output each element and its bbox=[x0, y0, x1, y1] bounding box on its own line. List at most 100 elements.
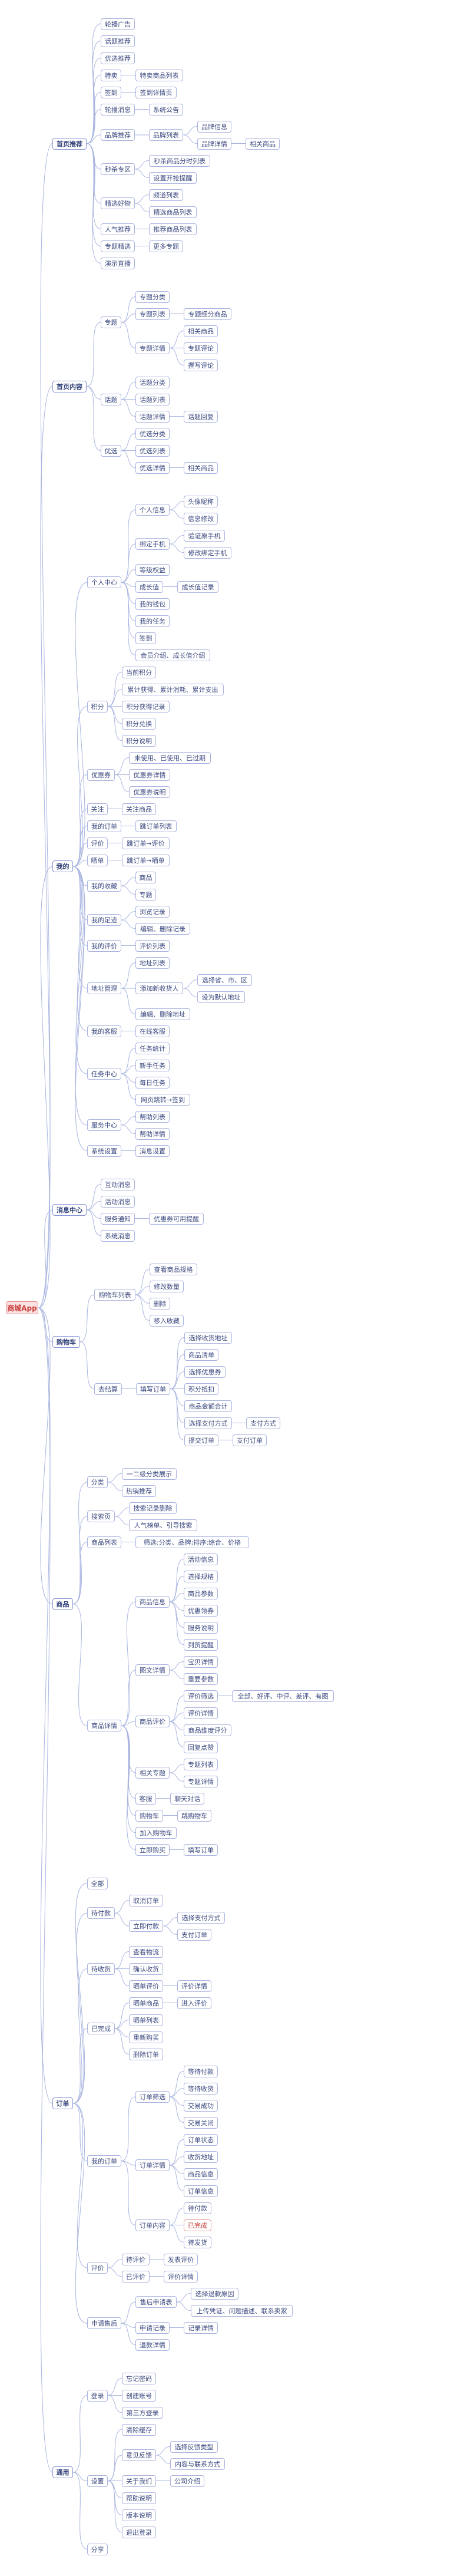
mindmap-node[interactable]: 交易成功 bbox=[184, 2099, 218, 2112]
mindmap-node[interactable]: 全部、好评、中评、差评、有图 bbox=[232, 1690, 334, 1702]
mindmap-node[interactable]: 选择支付方式 bbox=[184, 1417, 232, 1429]
mindmap-node[interactable]: 评价详情 bbox=[164, 2270, 198, 2283]
mindmap-node[interactable]: 个人中心 bbox=[87, 576, 121, 589]
mindmap-node[interactable]: 话题列表 bbox=[135, 393, 170, 405]
mindmap-node[interactable]: 清除缓存 bbox=[122, 2423, 156, 2436]
mindmap-node[interactable]: 取消订单 bbox=[129, 1894, 163, 1907]
mindmap-node[interactable]: 搜索页 bbox=[87, 1510, 115, 1522]
mindmap-node[interactable]: 在线客服 bbox=[135, 1025, 170, 1037]
mindmap-node[interactable]: 忘记密码 bbox=[122, 2372, 156, 2384]
mindmap-node[interactable]: 签到 bbox=[135, 632, 156, 644]
mindmap-node[interactable]: 填写订单 bbox=[184, 1843, 218, 1856]
mindmap-node[interactable]: 品牌详情 bbox=[197, 137, 231, 150]
mindmap-node[interactable]: 商品 bbox=[135, 871, 156, 883]
mindmap-node[interactable]: 客服 bbox=[135, 1792, 156, 1805]
mindmap-node[interactable]: 成长值记录 bbox=[177, 580, 218, 593]
mindmap-node[interactable]: 搜索记录删除 bbox=[129, 1502, 177, 1514]
mindmap-node[interactable]: 优选详情 bbox=[135, 461, 170, 474]
mindmap-node[interactable]: 选择支付方式 bbox=[177, 1911, 225, 1924]
mindmap-node[interactable]: 互动消息 bbox=[101, 1178, 135, 1190]
mindmap-node[interactable]: 晒单商品 bbox=[129, 1997, 163, 2009]
mindmap-node[interactable]: 头像昵称 bbox=[184, 495, 218, 507]
mindmap-node[interactable]: 关于我们 bbox=[122, 2475, 156, 2487]
mindmap-node[interactable]: 交易关闭 bbox=[184, 2116, 218, 2129]
mindmap-node[interactable]: 系统消息 bbox=[101, 1229, 135, 1242]
mindmap-node[interactable]: 品牌列表 bbox=[149, 129, 183, 141]
mindmap-node[interactable]: 上传凭证、问题描述、联系卖家 bbox=[191, 2304, 293, 2317]
mindmap-node[interactable]: 话题 bbox=[101, 393, 121, 405]
mindmap-node[interactable]: 签到 bbox=[101, 86, 121, 98]
mindmap-node[interactable]: 评价列表 bbox=[135, 939, 170, 952]
mindmap-node[interactable]: 特卖 bbox=[101, 69, 121, 81]
mindmap-node[interactable]: 分类 bbox=[87, 1476, 108, 1488]
mindmap-node[interactable]: 积分说明 bbox=[122, 734, 156, 747]
mindmap-node[interactable]: 订单筛选 bbox=[135, 2091, 170, 2103]
mindmap-node[interactable]: 到货提醒 bbox=[184, 1638, 218, 1651]
mindmap-node[interactable]: 筛选:分类、品牌;排序:综合、价格 bbox=[135, 1536, 249, 1548]
mindmap-node[interactable]: 人气榜单、引导搜索 bbox=[129, 1519, 197, 1531]
mindmap-node[interactable]: 优惠券说明 bbox=[129, 786, 170, 798]
mindmap-node[interactable]: 活动信息 bbox=[184, 1553, 218, 1565]
mindmap-node[interactable]: 当前积分 bbox=[122, 666, 156, 678]
mindmap-node[interactable]: 立即购买 bbox=[135, 1843, 170, 1856]
mindmap-node[interactable]: 我的评价 bbox=[87, 939, 121, 952]
mindmap-node[interactable]: 专题分类 bbox=[135, 291, 170, 303]
mindmap-node[interactable]: 晒单评价 bbox=[129, 1980, 163, 1992]
mindmap-node[interactable]: 选择优惠券 bbox=[184, 1365, 226, 1378]
mindmap-node[interactable]: 支付方式 bbox=[246, 1417, 280, 1429]
mindmap-node[interactable]: 我的客服 bbox=[87, 1025, 121, 1037]
mindmap-node[interactable]: 跳订单→晒单 bbox=[122, 854, 170, 866]
mindmap-node[interactable]: 提交订单 bbox=[184, 1434, 218, 1446]
mindmap-node[interactable]: 精选商品列表 bbox=[149, 206, 197, 218]
mindmap-node[interactable]: 等待收货 bbox=[184, 2082, 218, 2095]
mindmap-branch-node[interactable]: 我的 bbox=[52, 860, 73, 873]
mindmap-node[interactable]: 话题详情 bbox=[135, 410, 170, 423]
mindmap-branch-node[interactable]: 商品 bbox=[52, 1598, 73, 1610]
mindmap-node[interactable]: 优惠领券 bbox=[184, 1604, 218, 1617]
mindmap-node[interactable]: 专题评论 bbox=[184, 342, 218, 354]
mindmap-node[interactable]: 跳订单列表 bbox=[135, 820, 177, 832]
mindmap-node[interactable]: 相关专题 bbox=[135, 1767, 170, 1779]
mindmap-node[interactable]: 专题详情 bbox=[135, 342, 170, 354]
mindmap-node[interactable]: 填写订单 bbox=[136, 1383, 170, 1395]
mindmap-node[interactable]: 退款详情 bbox=[135, 2338, 170, 2351]
mindmap-node[interactable]: 优惠券详情 bbox=[129, 768, 170, 781]
mindmap-root-node[interactable]: 商城App bbox=[6, 1301, 38, 1315]
mindmap-node[interactable]: 专题精选 bbox=[101, 240, 135, 252]
mindmap-node[interactable]: 积分获得记录 bbox=[122, 700, 170, 713]
mindmap-node[interactable]: 服务中心 bbox=[87, 1119, 121, 1131]
mindmap-node[interactable]: 专题列表 bbox=[135, 308, 170, 320]
mindmap-node[interactable]: 支付订单 bbox=[177, 1928, 211, 1941]
mindmap-node[interactable]: 专题列表 bbox=[184, 1758, 218, 1770]
mindmap-node[interactable]: 帮助说明 bbox=[122, 2492, 156, 2504]
mindmap-node[interactable]: 编辑、删除地址 bbox=[135, 1008, 190, 1020]
mindmap-node[interactable]: 设置开抢提醒 bbox=[149, 171, 197, 184]
mindmap-node[interactable]: 跳订单→评价 bbox=[122, 837, 170, 849]
mindmap-node[interactable]: 修改数量 bbox=[150, 1280, 184, 1292]
mindmap-node[interactable]: 公司介绍 bbox=[170, 2475, 204, 2487]
mindmap-node[interactable]: 选择反馈类型 bbox=[170, 2440, 218, 2453]
mindmap-node[interactable]: 专题 bbox=[101, 316, 121, 328]
mindmap-node[interactable]: 相关商品 bbox=[184, 461, 218, 474]
mindmap-node[interactable]: 我的订单 bbox=[87, 2155, 121, 2167]
mindmap-node[interactable]: 专题详情 bbox=[184, 1775, 218, 1787]
mindmap-node[interactable]: 登录 bbox=[87, 2389, 108, 2402]
mindmap-node[interactable]: 评价 bbox=[87, 2262, 108, 2274]
mindmap-node[interactable]: 推荐商品列表 bbox=[149, 223, 197, 235]
mindmap-node[interactable]: 轮播广告 bbox=[101, 18, 135, 30]
mindmap-node[interactable]: 订单内容 bbox=[135, 2219, 170, 2231]
mindmap-node[interactable]: 立即付款 bbox=[129, 1920, 163, 1932]
mindmap-node[interactable]: 订单详情 bbox=[135, 2159, 170, 2171]
mindmap-node[interactable]: 订单状态 bbox=[184, 2133, 218, 2146]
mindmap-node[interactable]: 网页跳转→签到 bbox=[135, 1093, 190, 1106]
mindmap-node[interactable]: 移入收藏 bbox=[150, 1314, 184, 1327]
mindmap-node[interactable]: 服务说明 bbox=[184, 1621, 218, 1634]
mindmap-node[interactable]: 任务统计 bbox=[135, 1042, 170, 1054]
mindmap-node[interactable]: 话题分类 bbox=[135, 376, 170, 388]
mindmap-node[interactable]: 评价详情 bbox=[184, 1707, 218, 1719]
mindmap-node[interactable]: 评价详情 bbox=[177, 1980, 211, 1992]
mindmap-node[interactable]: 消息设置 bbox=[135, 1144, 170, 1157]
mindmap-node[interactable]: 设置 bbox=[87, 2475, 108, 2487]
mindmap-node[interactable]: 演示直播 bbox=[101, 257, 135, 269]
mindmap-node[interactable]: 我的订单 bbox=[87, 820, 121, 832]
